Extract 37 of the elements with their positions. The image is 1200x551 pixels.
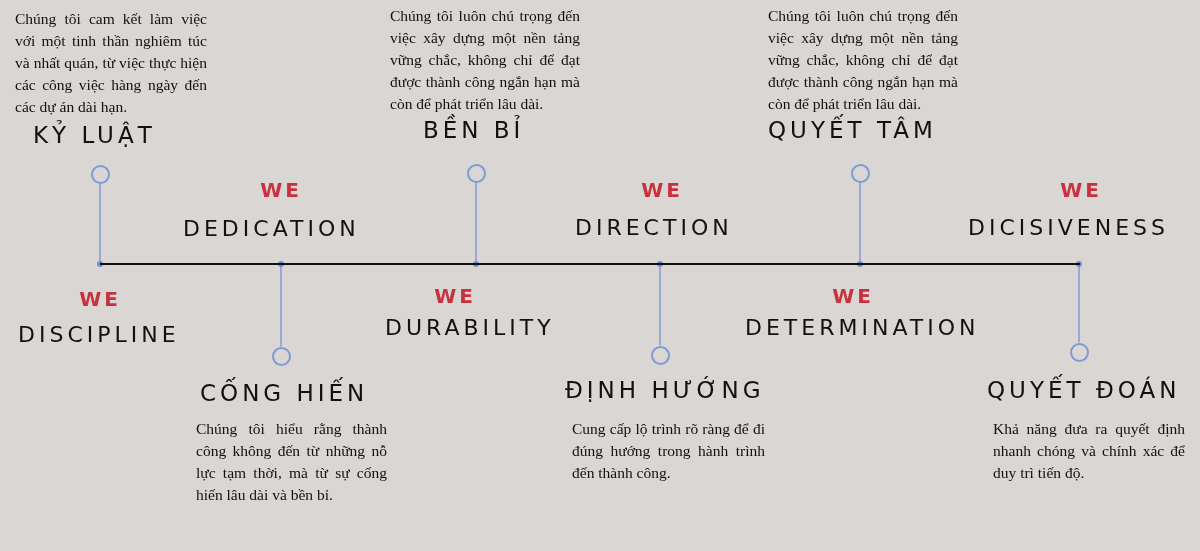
milestone-description: Chúng tôi luôn chú trọng đến việc xây dựng một nền tảng vững chắc, không chỉ để đạt được thành công ngắn hạn mà còn để phát triển lâu dài. [768, 6, 958, 114]
highlight-word: WE [78, 287, 122, 311]
milestone-circle [271, 346, 291, 366]
milestone-title: QUYẾT ĐOÁN [987, 376, 1181, 404]
connector-line [278, 261, 284, 348]
value-name: DICISIVENESS [968, 214, 1169, 242]
milestone-circle [850, 163, 870, 183]
highlight-word: WE [831, 284, 875, 308]
value-name: DISCIPLINE [18, 321, 180, 349]
value-name: DIRECTION [575, 214, 733, 242]
milestone-title: BỀN BỈ [423, 116, 525, 144]
connector-line [857, 181, 863, 267]
timeline-bar [100, 263, 1080, 265]
milestone-circle [466, 163, 486, 183]
connector-line [657, 261, 663, 347]
milestone-title: ĐỊNH HƯỚNG [565, 376, 765, 404]
highlight-word: WE [640, 178, 684, 202]
milestone-description: Chúng tôi luôn chú trọng đến việc xây dựng một nền tảng vững chắc, không chỉ để đạt được thành công ngắn hạn mà còn để phát triển lâu dài. [390, 6, 580, 114]
connector-line [473, 181, 479, 267]
highlight-word: WE [259, 178, 303, 202]
milestone-description: Cung cấp lộ trình rõ ràng để đi đúng hướng trong hành trình đến thành công. [572, 419, 765, 483]
connector-line [97, 182, 103, 267]
milestone-description: Khả năng đưa ra quyết định nhanh chóng và chính xác để duy trì tiến độ. [993, 419, 1185, 483]
connector-line [1076, 261, 1082, 344]
milestone-circle [90, 164, 110, 184]
value-name: DEDICATION [183, 215, 360, 243]
milestone-title: CỐNG HIẾN [200, 379, 369, 407]
milestone-description: Chúng tôi hiểu rằng thành công không đến từ những nỗ lực tạm thời, mà từ sự cống hiến lâu dài và bền bỉ. [196, 419, 387, 505]
value-name: DETERMINATION [745, 314, 980, 342]
milestone-title: QUYẾT TÂM [768, 116, 937, 144]
highlight-word: WE [1059, 178, 1103, 202]
milestone-title: KỶ LUẬT [33, 121, 156, 149]
highlight-word: WE [433, 284, 477, 308]
milestone-description: Chúng tôi cam kết làm việc với một tinh thần nghiêm túc và nhất quán, từ việc thực hiện các công việc hàng ngày đến các dự án dài hạn. [15, 9, 207, 117]
milestone-circle [650, 345, 670, 365]
value-name: DURABILITY [385, 314, 555, 342]
milestone-circle [1069, 342, 1089, 362]
